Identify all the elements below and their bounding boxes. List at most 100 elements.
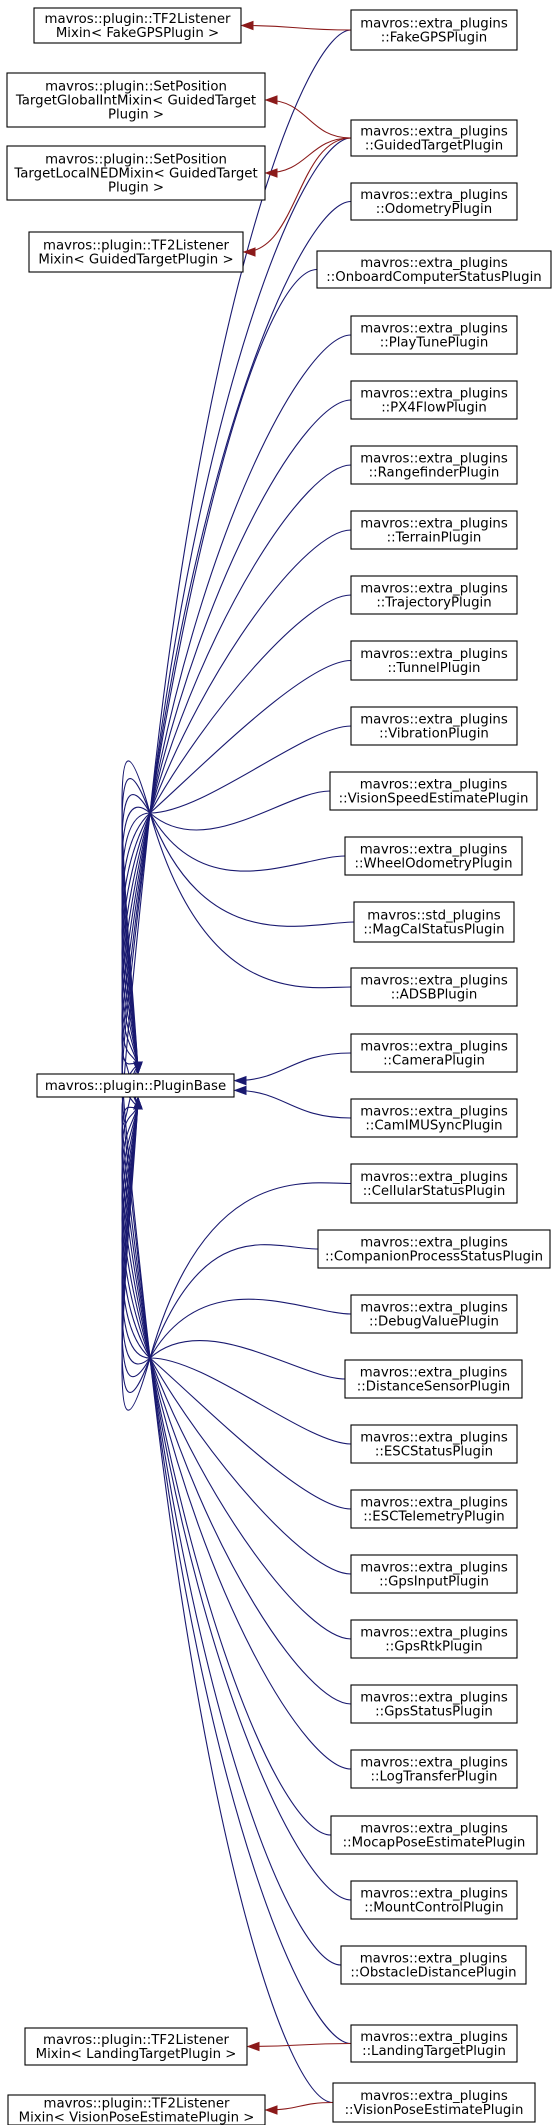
node-label-line: mavros::extra_plugins [360,1822,508,1837]
node-p-cellular[interactable]: mavros::extra_plugins::CellularStatusPlu… [350,1163,518,1204]
node-p-px4flow[interactable]: mavros::extra_plugins::PX4FlowPlugin [350,380,518,420]
node-p-vision[interactable]: mavros::extra_plugins::VisionPoseEstimat… [332,2082,536,2123]
node-p-odometry[interactable]: mavros::extra_plugins::OdometryPlugin [350,182,518,221]
node-p-playtune[interactable]: mavros::extra_plugins::PlayTunePlugin [350,315,518,355]
inheritance-edge [121,1097,352,1510]
node-box [350,445,518,485]
node-m-setlocal[interactable]: mavros::plugin::SetPositionTargetLocalNE… [6,145,266,201]
node-label-line: Plugin > [108,108,164,123]
node-label-line: ::ObstacleDistancePlugin [350,1966,516,1981]
inheritance-edge [121,1097,352,1378]
node-p-magcal[interactable]: mavros::std_plugins::MagCalStatusPlugin [353,901,515,943]
node-p-guided[interactable]: mavros::extra_plugins::GuidedTargetPlugi… [350,119,518,157]
node-label-line: ::LandingTargetPlugin [362,2044,506,2059]
node-p-mount[interactable]: mavros::extra_plugins::MountControlPlugi… [350,1880,518,1920]
node-label-line: mavros::extra_plugins [360,582,508,597]
node-label-line: mavros::extra_plugins [360,647,508,662]
node-p-gpsinput[interactable]: mavros::extra_plugins::GpsInputPlugin [350,1554,518,1594]
node-p-adsb[interactable]: mavros::extra_plugins::ADSBPlugin [350,967,518,1007]
node-p-distance[interactable]: mavros::extra_plugins::DistanceSensorPlu… [344,1359,523,1399]
node-label-line: ::RangefinderPlugin [369,466,500,481]
node-box [350,315,518,355]
node-p-logtransfer[interactable]: mavros::extra_plugins::LogTransferPlugin [350,1749,518,1789]
node-p-trajectory[interactable]: mavros::extra_plugins::TrajectoryPlugin [350,575,518,615]
node-label-line: ::CellularStatusPlugin [363,1184,506,1199]
node-label-line: ::WheelOdometryPlugin [354,857,512,872]
node-label-line: mavros::extra_plugins [360,125,508,140]
node-box [350,1554,518,1594]
node-label-line: ::VisionSpeedEstimatePlugin [339,792,529,807]
node-box [36,1073,235,1098]
node-p-vibration[interactable]: mavros::extra_plugins::VibrationPlugin [350,706,518,746]
node-label-line: mavros::plugin::SetPosition [45,80,227,95]
node-label-line: mavros::extra_plugins [360,1626,508,1641]
node-p-range[interactable]: mavros::extra_plugins::RangefinderPlugin [350,445,518,485]
node-box [344,836,523,876]
inheritance-edge [121,1073,352,2045]
node-p-terrain[interactable]: mavros::extra_plugins::TerrainPlugin [350,510,518,550]
node-p-visionspeed[interactable]: mavros::extra_plugins::VisionSpeedEstima… [329,771,538,811]
node-p-tunnel[interactable]: mavros::extra_plugins::TunnelPlugin [350,640,518,681]
node-label-line: ::PX4FlowPlugin [381,401,487,416]
node-p-camera[interactable]: mavros::extra_plugins::CameraPlugin [350,1033,518,1073]
node-label-line: ::MountControlPlugin [364,1901,503,1916]
node-box [350,575,518,615]
node-p-gpsrtk[interactable]: mavros::extra_plugins::GpsRtkPlugin [350,1619,518,1659]
node-box [350,1098,518,1138]
inheritance-edge [234,1052,352,1082]
arrowhead [242,247,256,257]
mixin-edge [265,137,352,174]
node-box [350,640,518,681]
node-label-line: mavros::extra_plugins [360,1691,508,1706]
edges-layer [121,20,355,2115]
node-p-debug[interactable]: mavros::extra_plugins::DebugValuePlugin [350,1294,518,1334]
node-p-obstacle[interactable]: mavros::extra_plugins::ObstacleDistanceP… [340,1945,527,1985]
node-label-line: ::CompanionProcessStatusPlugin [325,1250,543,1265]
node-label-line: Mixin< VisionPoseEstimatePlugin > [19,2111,255,2125]
inheritance-edge [121,659,352,1074]
node-label-line: Plugin > [108,181,164,196]
node-label-line: mavros::extra_plugins [360,778,508,793]
node-label-line: mavros::extra_plugins [360,1952,508,1967]
node-label-line: ::CamIMUSyncPlugin [365,1119,502,1134]
node-p-wheel[interactable]: mavros::extra_plugins::WheelOdometryPlug… [344,836,523,876]
node-p-mocap[interactable]: mavros::extra_plugins::MocapPoseEstimate… [330,1815,538,1855]
node-label-line: ::VisionPoseEstimatePlugin [345,2103,524,2118]
node-box [350,1684,518,1724]
node-p-gpsstatus[interactable]: mavros::extra_plugins::GpsStatusPlugin [350,1684,518,1724]
node-box [350,2024,518,2063]
node-box [350,1880,518,1920]
node-box [316,250,552,289]
node-label-line: TargetGlobalIntMixin< GuidedTarget [15,94,256,109]
node-box [350,1489,518,1529]
inheritance-edge [121,200,352,1079]
node-box [6,72,266,128]
node-label-line: mavros::extra_plugins [360,517,508,532]
node-label-line: mavros::extra_plugins [360,1887,508,1902]
node-box [350,1163,518,1204]
node-p-camimu[interactable]: mavros::extra_plugins::CamIMUSyncPlugin [350,1098,518,1138]
node-label-line: ::TerrainPlugin [387,531,482,546]
node-p-esctelem[interactable]: mavros::extra_plugins::ESCTelemetryPlugi… [350,1489,518,1529]
node-label-line: ::GpsInputPlugin [379,1575,489,1590]
node-box [353,901,515,943]
node-p-fakegps[interactable]: mavros::extra_plugins::FakeGPSPlugin [350,9,518,51]
node-p-landing[interactable]: mavros::extra_plugins::LandingTargetPlug… [350,2024,518,2063]
inheritance-edge [121,1093,342,1966]
node-label-line: mavros::extra_plugins [360,1105,508,1120]
node-p-companion[interactable]: mavros::extra_plugins::CompanionProcessS… [317,1229,551,1269]
node-p-escstatus[interactable]: mavros::extra_plugins::ESCStatusPlugin [350,1424,518,1464]
node-label-line: mavros::extra_plugins [360,1301,508,1316]
node-m-setglobal[interactable]: mavros::plugin::SetPositionTargetGlobalI… [6,72,266,128]
node-base[interactable]: mavros::plugin::PluginBase [36,1073,235,1098]
node-label-line: mavros::extra_plugins [360,1366,508,1381]
arrowhead [233,1075,247,1086]
inheritance-edge [121,760,352,1074]
node-label-line: ::DebugValuePlugin [369,1315,499,1330]
node-p-onboard[interactable]: mavros::extra_plugins::OnboardComputerSt… [316,250,552,289]
